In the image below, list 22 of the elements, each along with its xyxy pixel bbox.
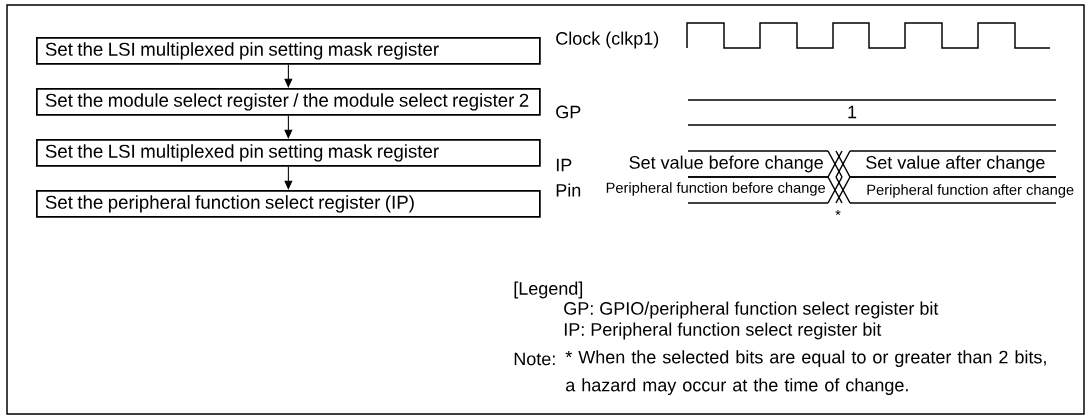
footnote-mark: * bbox=[835, 209, 841, 216]
bus-value: 1 bbox=[848, 105, 857, 119]
bus-value: Peripheral function before change bbox=[606, 182, 826, 196]
signal-name: Pin bbox=[556, 183, 581, 197]
note-text: * When the selected bits are equal to or greater than 2 bits, a hazard may occur at the time of change. bbox=[565, 350, 1046, 396]
legend-entry: GP: GPIO/peripheral function select register bit bbox=[564, 301, 939, 319]
legend-entry: IP: Peripheral function select register bit bbox=[564, 322, 882, 340]
signal-name: GP bbox=[556, 105, 581, 119]
bus-value: Set value after change bbox=[866, 155, 1045, 173]
process-box: Set the peripheral function select register (IP) bbox=[36, 190, 541, 218]
arrow bbox=[284, 115, 293, 139]
bus-value: Set value before change bbox=[629, 155, 823, 173]
arrow bbox=[284, 64, 293, 88]
process-box: Set the LSI multiplexed pin setting mask register bbox=[36, 37, 541, 65]
signal-name: Clock (clkp1) bbox=[556, 31, 659, 49]
process-box: Set the module select register / the module select register 2 bbox=[36, 88, 541, 116]
legend-heading: [Legend] bbox=[514, 281, 583, 299]
signal-name: IP bbox=[556, 158, 572, 172]
note-label: Note: bbox=[514, 352, 555, 366]
process-box: Set the LSI multiplexed pin setting mask register bbox=[36, 139, 541, 167]
bus-value: Peripheral function after change bbox=[867, 184, 1074, 198]
arrow bbox=[284, 166, 293, 190]
